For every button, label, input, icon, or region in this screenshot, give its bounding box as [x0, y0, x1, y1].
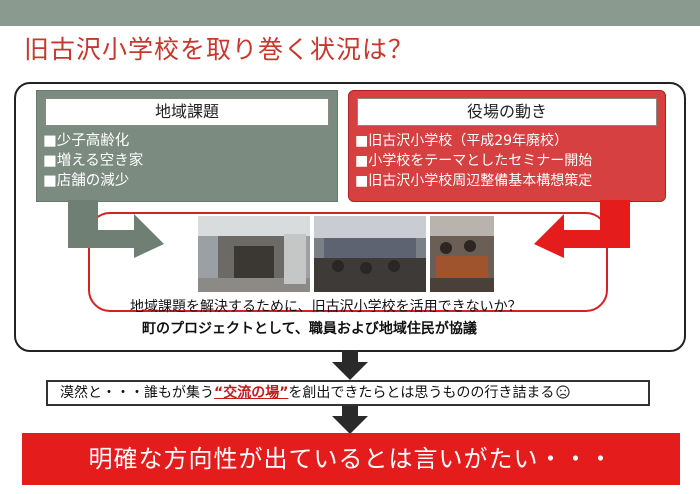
- list-item: ■旧古沢小学校（平成29年廃校）: [355, 133, 569, 149]
- banner-highlight: “交流の場”: [214, 385, 289, 401]
- slide-title: 旧古沢小学校を取り巻く状況は？: [24, 35, 415, 64]
- list-item: ■増える空き家: [43, 153, 144, 169]
- meeting-room-photo: [314, 216, 426, 292]
- banner-prefix: 漠然と・・・誰もが集う: [60, 385, 214, 401]
- down-arrow-icon: [332, 350, 368, 380]
- question-text: 地域課題を解決するために、旧古沢小学校を活用できないか？: [130, 299, 522, 315]
- down-arrow-icon: [332, 406, 368, 434]
- town-office-list: ■旧古沢小学校（平成29年廃校） ■小学校をテーマとしたセミナー開始 ■旧古沢小…: [355, 131, 592, 191]
- regional-issues-panel: 地域課題 ■少子高齢化 ■増える空き家 ■店舗の減少: [36, 90, 338, 202]
- stagnation-banner: 漠然と・・・誰もが集う“交流の場”を創出できたらとは思うものの行き詰まる: [46, 380, 650, 406]
- workshop-photo: [430, 216, 494, 292]
- list-item: ■小学校をテーマとしたセミナー開始: [355, 153, 593, 169]
- sad-face-icon: [556, 385, 571, 399]
- town-office-panel: 役場の動き ■旧古沢小学校（平成29年廃校） ■小学校をテーマとしたセミナー開始…: [348, 90, 666, 202]
- red-arrow-icon: [534, 200, 630, 258]
- top-bar: [0, 0, 700, 26]
- gray-arrow-icon: [68, 200, 164, 258]
- list-item: ■旧古沢小学校周辺整備基本構想策定: [355, 173, 593, 189]
- list-item: ■店舗の減少: [43, 173, 130, 189]
- list-item: ■少子高齢化: [43, 133, 130, 149]
- town-office-header: 役場の動き: [357, 98, 657, 126]
- regional-issues-list: ■少子高齢化 ■増える空き家 ■店舗の減少: [43, 131, 143, 191]
- conclusion-banner: 明確な方向性が出ているとは言いがたい・・・: [22, 433, 680, 485]
- school-building-photo: [198, 216, 310, 292]
- discussion-text: 町のプロジェクトとして、職員および地域住民が協議: [142, 321, 477, 337]
- banner-suffix: を創出できたらとは思うものの行き詰まる: [288, 385, 555, 401]
- regional-issues-header: 地域課題: [45, 98, 329, 126]
